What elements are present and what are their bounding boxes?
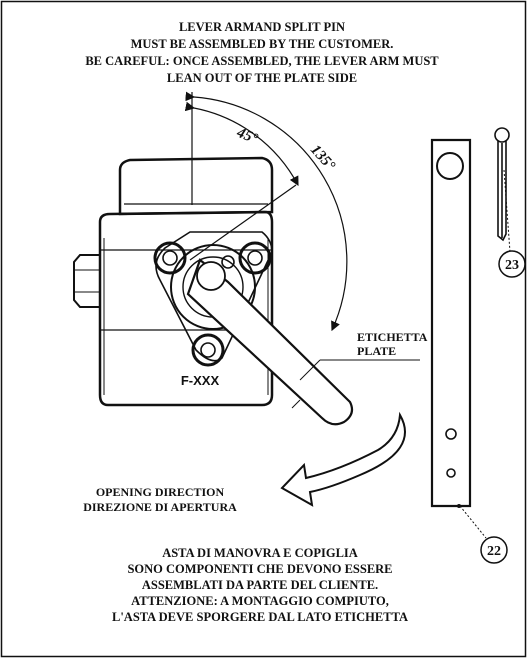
split-pin-part xyxy=(494,127,510,242)
callout-23-circle xyxy=(498,250,526,278)
plate-leader xyxy=(299,359,420,381)
lever-arm-mid-hole xyxy=(445,428,457,440)
135-degree-arc xyxy=(185,91,348,332)
direction-line-2: DIREZIONE DI APERTURA xyxy=(83,500,237,514)
top-note-line-1: LEVER ARMAND SPLIT PIN xyxy=(179,20,345,34)
body-marking: F-XXX xyxy=(181,373,220,388)
top-note-line-4: LEAN OUT OF THE PLATE SIDE xyxy=(167,71,357,85)
handle-block xyxy=(118,156,274,216)
top-note-line-2: MUST BE ASSEMBLED BY THE CUSTOMER. xyxy=(131,37,394,51)
screw-bottom xyxy=(191,333,225,367)
lever-arm xyxy=(186,258,354,426)
screw-top-right xyxy=(238,241,272,275)
lever-arm-assembled xyxy=(186,258,354,426)
lever-arm-low-hole xyxy=(446,468,456,478)
angle-45-label: 45° xyxy=(234,124,260,147)
callout-22-number: 22 xyxy=(487,544,501,559)
callout-22-leader xyxy=(459,505,487,539)
main-body xyxy=(98,210,274,407)
opening-direction-arrow xyxy=(280,411,406,507)
side-nut xyxy=(73,254,100,308)
direction-line-1: OPENING DIRECTION xyxy=(96,485,225,499)
top-note-line-3: BE CAREFUL: ONCE ASSEMBLED, THE LEVER AR… xyxy=(85,54,439,68)
bottom-note-line-1: ASTA DI MANOVRA E COPIGLIA xyxy=(162,546,358,560)
bottom-note-line-2: SONO COMPONENTI CHE DEVONO ESSERE xyxy=(127,562,392,576)
angle-dimensions xyxy=(184,91,348,332)
callout-23-number: 23 xyxy=(505,258,519,273)
lever-arm-outline xyxy=(430,138,472,508)
bottom-note: ASTA DI MANOVRA E COPIGLIA SONO COMPONEN… xyxy=(112,546,408,624)
lever-arm-part xyxy=(430,138,472,508)
callout-22-circle xyxy=(480,536,508,564)
bottom-note-line-5: L'ASTA DEVE SPORGERE DAL LATO ETICHETTA xyxy=(112,610,408,624)
plate-label-line-1: ETICHETTA xyxy=(357,330,428,344)
lever-arm-top-hole xyxy=(436,152,464,180)
callout-22-dot xyxy=(457,504,461,508)
screw-top-left xyxy=(153,241,187,275)
bottom-note-line-3: ASSEMBLATI DA PARTE DEL CLIENTE. xyxy=(142,578,378,592)
callout-23-leader xyxy=(503,169,511,253)
top-note: LEVER ARMAND SPLIT PIN MUST BE ASSEMBLED… xyxy=(85,20,439,85)
bottom-note-line-4: ATTENZIONE: A MONTAGGIO COMPIUTO, xyxy=(131,594,389,608)
angle-135-label: 135° xyxy=(307,142,338,174)
plate-label-line-2: PLATE xyxy=(357,344,396,358)
split-pin-hole xyxy=(221,255,235,269)
valve-body xyxy=(73,156,274,407)
45-degree-arc xyxy=(184,101,299,187)
split-pin-eye xyxy=(494,127,510,143)
stem-housing xyxy=(170,244,256,330)
